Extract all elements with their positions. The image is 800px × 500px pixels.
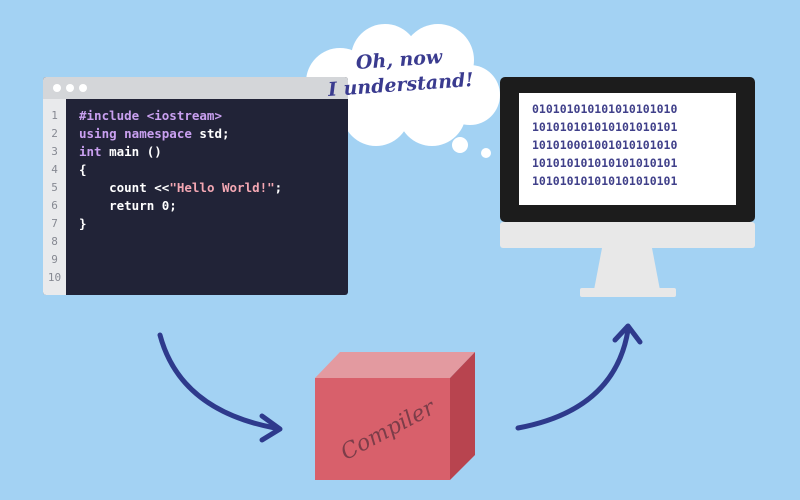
line-number: 10 — [47, 271, 62, 284]
code-token: using namespace — [79, 126, 200, 141]
binary-line: 010101010101010101010 — [532, 102, 678, 116]
line-number: 9 — [51, 253, 58, 266]
code-token: int — [79, 144, 110, 159]
arrow-code-to-compiler — [157, 332, 278, 431]
binary-line: 101010001001010101010 — [532, 138, 678, 152]
code-token: { — [79, 162, 87, 177]
thought-bubble-tail-small — [481, 148, 491, 158]
monitor — [500, 77, 755, 297]
compiler-box-top — [315, 352, 475, 378]
code-line: #include <iostream> — [79, 107, 222, 125]
compiler-box-front — [315, 378, 450, 480]
window-dot-icon — [53, 84, 61, 92]
arrowhead-code-to-compiler — [259, 413, 283, 443]
line-number: 4 — [51, 163, 58, 176]
line-number: 6 — [51, 199, 58, 212]
code-line: { — [79, 161, 87, 179]
line-number: 8 — [51, 235, 58, 248]
code-token: main () — [109, 144, 162, 159]
code-line: return 0; — [79, 197, 177, 215]
arrowhead-compiler-to-monitor — [612, 323, 643, 345]
line-number: 2 — [51, 127, 58, 140]
line-number: 1 — [51, 109, 58, 122]
code-token: std; — [199, 126, 230, 141]
code-token: ; — [274, 180, 283, 195]
compiler-box-side — [450, 352, 475, 480]
code-line: } — [79, 215, 87, 233]
line-number-gutter: 1 2 3 4 5 6 7 8 9 10 — [43, 99, 66, 295]
binary-line: 101010101010101010101 — [532, 156, 678, 170]
editor-titlebar — [43, 77, 348, 99]
code-editor-window: 1 2 3 4 5 6 7 8 9 10 #include <iostream>… — [43, 77, 348, 295]
monitor-chin — [500, 222, 755, 248]
compiler-box — [315, 352, 475, 480]
binary-line: 101010101010101010101 — [532, 174, 678, 188]
code-token: } — [79, 216, 87, 231]
monitor-stand — [594, 248, 660, 290]
thought-bubble-tail-large — [452, 137, 468, 153]
code-token: "Hello World!" — [169, 180, 275, 195]
flow-arrows — [157, 323, 643, 443]
code-line: using namespace std; — [79, 125, 230, 143]
line-number: 5 — [51, 181, 58, 194]
window-dot-icon — [66, 84, 74, 92]
monitor-screen — [519, 93, 736, 205]
binary-line: 101010101010101010101 — [532, 120, 678, 134]
code-token: return 0; — [79, 198, 177, 213]
code-line: count <<"Hello World!"; — [79, 179, 282, 197]
code-line: int main () — [79, 143, 162, 161]
code-token: count << — [79, 180, 170, 195]
arrow-compiler-to-monitor — [515, 327, 631, 431]
line-number: 3 — [51, 145, 58, 158]
monitor-base — [580, 288, 676, 297]
line-number: 7 — [51, 217, 58, 230]
window-dot-icon — [79, 84, 87, 92]
code-token: #include <iostream> — [79, 108, 222, 123]
